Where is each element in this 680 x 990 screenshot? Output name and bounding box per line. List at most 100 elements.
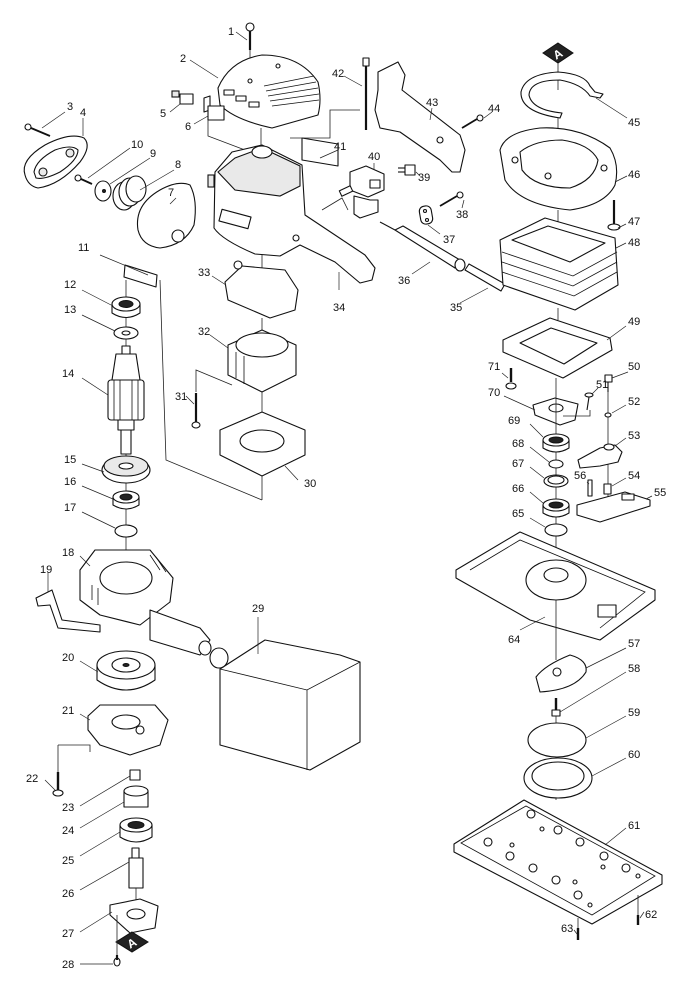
part-44-screw <box>461 114 484 129</box>
part-14-armature <box>107 345 145 455</box>
part-30-baffle-plate <box>219 411 306 477</box>
callout-35: 35 <box>450 302 462 314</box>
part-16-ball-bearing <box>112 490 140 510</box>
callout-60: 60 <box>628 749 640 761</box>
part-56-pin <box>587 479 593 497</box>
part-68-ring <box>548 459 564 469</box>
part-29-cover <box>209 639 361 771</box>
callout-70: 70 <box>488 387 500 399</box>
part-33-brush-holder-assembly <box>224 260 299 319</box>
part-26-spindle <box>128 847 144 889</box>
callout-32: 32 <box>198 326 210 338</box>
part-switch-pin <box>338 185 354 197</box>
part-3-screw <box>24 123 51 137</box>
part-52-washer <box>604 412 612 418</box>
part-36-cord-guard <box>379 221 466 272</box>
callout-44: 44 <box>488 103 500 115</box>
callout-labels: 1 2 3 4 5 6 7 8 9 10 11 12 13 14 15 16 1… <box>26 26 666 971</box>
part-19-lever-bracket <box>35 589 101 633</box>
callout-26: 26 <box>62 888 74 900</box>
callout-22: 22 <box>26 773 38 785</box>
callout-42: 42 <box>332 68 344 80</box>
callout-19: 19 <box>40 564 52 576</box>
callout-57: 57 <box>628 638 640 650</box>
part-60-sealing-ring <box>523 757 593 799</box>
part-7-side-cover <box>136 182 196 249</box>
callout-15: 15 <box>64 454 76 466</box>
part-71-screw <box>505 368 517 390</box>
callout-27: 27 <box>62 928 74 940</box>
part-4-end-plate <box>23 135 88 189</box>
callout-25: 25 <box>62 855 74 867</box>
part-11-label-plate <box>123 264 158 288</box>
callout-7: 7 <box>168 187 174 199</box>
callout-11: 11 <box>78 242 89 254</box>
callout-17: 17 <box>64 502 76 514</box>
callout-29: 29 <box>252 603 264 615</box>
callout-6: 6 <box>185 121 191 133</box>
callout-12: 12 <box>64 279 76 291</box>
part-31-screw <box>191 393 201 429</box>
part-41-name-plate <box>301 137 339 167</box>
callout-33: 33 <box>198 267 210 279</box>
callout-53: 53 <box>628 430 640 442</box>
part-49-gasket-plate <box>502 317 613 379</box>
part-50-screw <box>604 374 613 392</box>
callout-30: 30 <box>304 478 316 490</box>
part-57-counterweight <box>535 654 587 693</box>
part-27-bearing-retainer <box>109 898 159 934</box>
callout-20: 20 <box>62 652 74 664</box>
reference-marker-a-top: A <box>542 42 574 64</box>
part-2-top-cover <box>217 54 321 129</box>
part-58-screw <box>551 698 561 717</box>
part-48-dust-bellows <box>499 217 619 311</box>
callout-51: 51 <box>596 379 608 391</box>
callout-5: 5 <box>160 108 166 120</box>
part-10-screw <box>74 174 93 185</box>
callout-41: 41 <box>334 141 346 153</box>
part-45-retaining-ring <box>520 71 604 119</box>
part-69-ball-bearing <box>542 433 570 453</box>
callout-47: 47 <box>628 216 640 228</box>
part-21-gear-housing <box>87 704 169 756</box>
part-34-motor-housing <box>207 144 376 284</box>
part-51-screw <box>584 392 594 411</box>
part-70-bearing-plate <box>532 397 579 426</box>
callout-31: 31 <box>175 391 187 403</box>
callout-66: 66 <box>512 483 524 495</box>
part-46-base-frame <box>499 127 618 211</box>
part-53-lever <box>577 443 623 469</box>
callout-36: 36 <box>398 275 410 287</box>
callout-45: 45 <box>628 117 640 129</box>
callout-40: 40 <box>368 151 380 163</box>
callout-68: 68 <box>512 438 524 450</box>
callout-62: 62 <box>645 909 657 921</box>
part-54-sleeve <box>603 483 612 495</box>
callout-24: 24 <box>62 825 74 837</box>
callout-23: 23 <box>62 802 74 814</box>
callout-58: 58 <box>628 663 640 675</box>
part-61-sanding-pad <box>453 799 663 925</box>
part-38-screw <box>439 191 464 207</box>
callout-3: 3 <box>67 101 73 113</box>
callout-67: 67 <box>512 458 524 470</box>
part-1-screw <box>245 22 255 50</box>
part-8-spring <box>112 175 147 211</box>
part-42-long-screw <box>362 57 370 130</box>
callout-10: 10 <box>131 139 143 151</box>
part-24-collar <box>123 785 149 808</box>
callout-56: 56 <box>574 470 586 482</box>
part-20-spiral-gear <box>96 650 156 691</box>
part-6-brush-holder <box>203 95 225 121</box>
callout-1: 1 <box>228 26 234 38</box>
part-39-capacitor <box>398 164 416 176</box>
callout-52: 52 <box>628 396 640 408</box>
callout-13: 13 <box>64 304 76 316</box>
part-5-carbon-brush <box>171 90 194 105</box>
callout-34: 34 <box>333 302 345 314</box>
callout-48: 48 <box>628 237 640 249</box>
callout-49: 49 <box>628 316 640 328</box>
callout-21: 21 <box>62 705 74 717</box>
part-22-screw <box>52 745 64 797</box>
part-43-handle <box>374 61 466 173</box>
